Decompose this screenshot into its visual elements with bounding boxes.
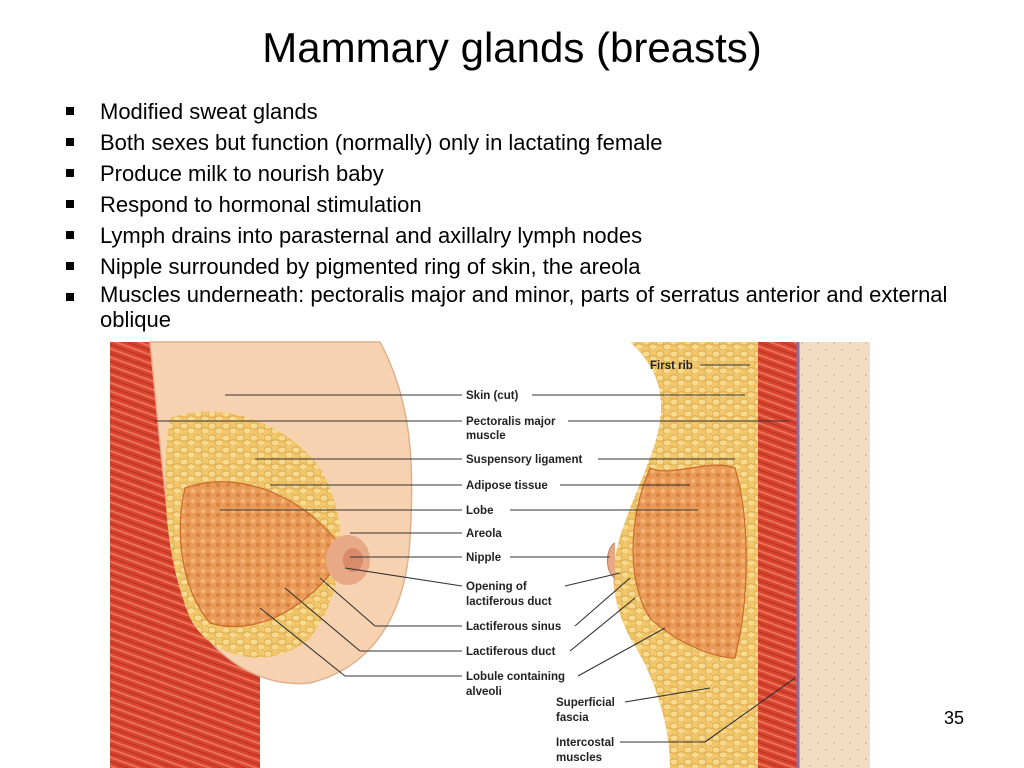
label-superficial-line2: fascia xyxy=(556,712,589,724)
label-suspensory-ligament: Suspensory ligament xyxy=(466,454,582,466)
nipple-shape xyxy=(343,548,363,572)
bullet-item: Modified sweat glands xyxy=(60,96,960,127)
label-opening-line1: Opening of xyxy=(466,581,527,593)
bullet-item: Lymph drains into parasternal and axilla… xyxy=(60,220,960,251)
sagittal-nipple xyxy=(607,542,616,579)
label-lobe: Lobe xyxy=(466,505,493,517)
label-lobule-line1: Lobule containing xyxy=(466,671,565,683)
sagittal-pectoralis-muscle xyxy=(758,342,798,768)
square-bullet-icon xyxy=(66,293,74,301)
label-intercostal-line2: muscles xyxy=(556,752,602,764)
square-bullet-icon xyxy=(66,200,74,208)
rib-cage-region xyxy=(798,342,870,768)
label-lactiferous-duct: Lactiferous duct xyxy=(466,646,556,658)
label-skin-cut: Skin (cut) xyxy=(466,390,519,402)
bullet-item: Both sexes but function (normally) only … xyxy=(60,127,960,158)
bullet-item: Respond to hormonal stimulation xyxy=(60,189,960,220)
label-intercostal-line1: Intercostal xyxy=(556,737,614,749)
sagittal-breast-view xyxy=(607,342,870,768)
label-first-rib: First rib xyxy=(650,360,693,372)
square-bullet-icon xyxy=(66,262,74,270)
leader-lines xyxy=(155,364,796,743)
square-bullet-icon xyxy=(66,138,74,146)
bullet-item: Muscles underneath: pectoralis major and… xyxy=(60,282,960,332)
label-nipple: Nipple xyxy=(466,552,501,564)
label-opening-line2: lactiferous duct xyxy=(466,596,552,608)
figure-labels: First rib Skin (cut) Pectoralis major mu… xyxy=(466,360,693,764)
label-lobule-line2: alveoli xyxy=(466,686,502,698)
label-areola: Areola xyxy=(466,528,502,540)
page-number: 35 xyxy=(943,708,964,728)
label-adipose-tissue: Adipose tissue xyxy=(466,480,548,492)
square-bullet-icon xyxy=(66,107,74,115)
square-bullet-icon xyxy=(66,231,74,239)
label-pectoralis-line1: Pectoralis major xyxy=(466,416,556,428)
breast-anatomy-figure: First rib Skin (cut) Pectoralis major mu… xyxy=(110,341,870,768)
bullet-list: Modified sweat glands Both sexes but fun… xyxy=(60,96,960,332)
label-pectoralis-line2: muscle xyxy=(466,430,506,442)
sagittal-glandular-tissue xyxy=(632,464,747,659)
square-bullet-icon xyxy=(66,169,74,177)
label-lactiferous-sinus: Lactiferous sinus xyxy=(466,621,561,633)
frontal-breast-view xyxy=(110,341,413,768)
glandular-lobes xyxy=(179,481,346,628)
bullet-item: Produce milk to nourish baby xyxy=(60,158,960,189)
slide-title: Mammary glands (breasts) xyxy=(262,24,762,71)
label-superficial-line1: Superficial xyxy=(556,697,615,709)
bullet-item: Nipple surrounded by pigmented ring of s… xyxy=(60,251,960,282)
